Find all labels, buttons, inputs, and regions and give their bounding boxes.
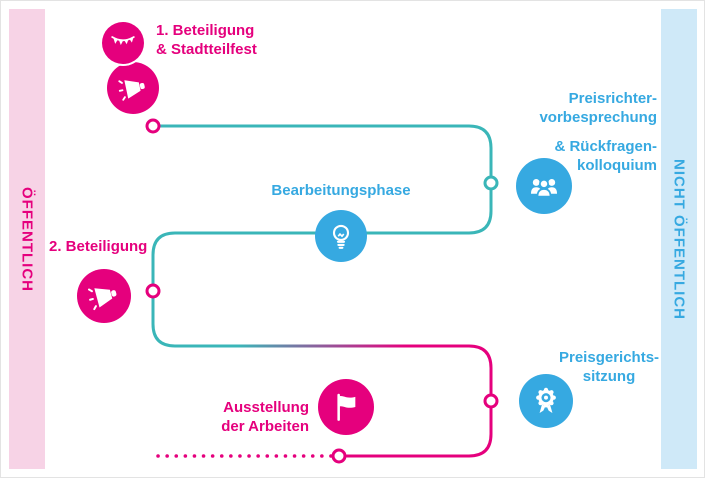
megaphone-icon	[118, 80, 145, 101]
non-public-sidebar: NICHT ÖFFENTLICH	[661, 9, 697, 469]
label-bearbeitungsphase: Bearbeitungsphase	[241, 181, 441, 200]
milestone-node-2	[483, 175, 499, 191]
label-line: Preisrichter-	[568, 90, 657, 107]
jury-people-circle	[516, 158, 572, 214]
label-line: & Stadtteilfest	[156, 41, 257, 58]
milestone-node-4	[483, 393, 499, 409]
label-line: Preisgerichts-	[559, 349, 660, 366]
lightbulb-icon	[332, 224, 350, 249]
bunting-icon	[111, 36, 135, 45]
label-ausstellung: Ausstellung der Arbeiten	[181, 398, 309, 436]
award-circle	[519, 374, 573, 428]
milestone-node-5	[331, 448, 347, 464]
connector-middle	[151, 289, 493, 403]
megaphone-icon	[88, 288, 117, 311]
award-rosette-icon	[536, 387, 556, 413]
label-line: Ausstellung	[223, 399, 309, 416]
megaphone-circle-1	[107, 62, 159, 114]
flag-circle	[318, 379, 374, 435]
label-beteiligung-2: 2. Beteiligung	[49, 237, 147, 256]
label-preisgerichtssitzung: Preisgerichts- sitzung	[559, 348, 659, 386]
label-line: Bearbeitungsphase	[271, 182, 411, 199]
milestone-node-3	[145, 283, 161, 299]
lightbulb-circle	[315, 210, 367, 262]
label-preisrichtervorbesprechung: Preisrichter- vorbesprechung & Rückfrage…	[539, 89, 657, 175]
milestone-node-1	[145, 118, 161, 134]
non-public-sidebar-label: NICHT ÖFFENTLICH	[670, 158, 688, 320]
label-line: sitzung	[582, 368, 636, 385]
label-line: kolloquium	[577, 157, 657, 174]
label-line: vorbesprechung	[539, 109, 657, 126]
label-line: der Arbeiten	[221, 418, 309, 435]
bunting-circle	[102, 22, 144, 64]
connector-top	[151, 124, 493, 293]
flag-icon	[337, 393, 356, 421]
jury-people-icon	[530, 178, 558, 198]
label-line: 2. Beteiligung	[49, 238, 148, 255]
megaphone-circle-2	[77, 269, 131, 323]
label-line: 1. Beteiligung	[156, 22, 255, 39]
label-line: & Rückfragen-	[554, 138, 657, 155]
label-beteiligung-1: 1. Beteiligung & Stadtteilfest	[156, 21, 257, 59]
public-sidebar: ÖFFENTLICH	[9, 9, 45, 469]
public-sidebar-label: ÖFFENTLICH	[18, 186, 36, 292]
